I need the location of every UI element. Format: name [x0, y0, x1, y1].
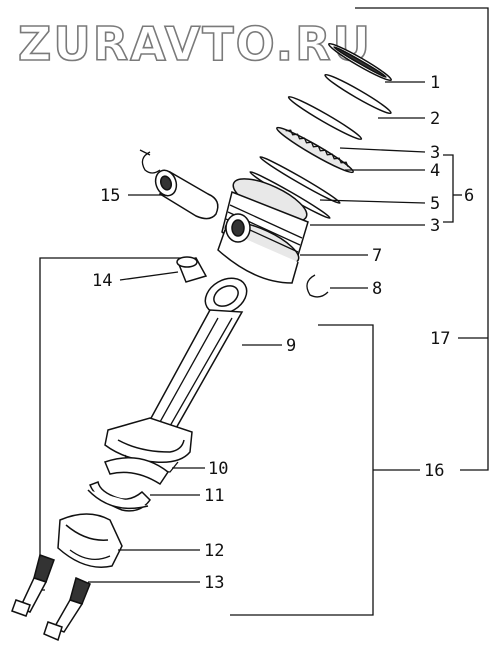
circlip-right: [306, 274, 329, 298]
callout-5: 5: [430, 194, 440, 214]
group-bracket-17: [355, 7, 489, 471]
circlip-left: [141, 151, 161, 174]
callout-3-upper: 3: [430, 143, 440, 163]
callout-6: 6: [464, 186, 474, 206]
callout-17: 17: [430, 329, 450, 349]
callout-16: 16: [424, 461, 444, 481]
callout-12: 12: [204, 541, 224, 561]
bearing-shell-lower: [87, 480, 151, 512]
watermark-text: ZURAVTO.RU: [18, 17, 372, 71]
bearing-shell-upper: [103, 457, 170, 486]
callout-11: 11: [204, 486, 224, 506]
callout-2: 2: [430, 109, 440, 129]
callout-1: 1: [430, 73, 440, 93]
callout-7: 7: [372, 246, 382, 266]
ring-expander-5: [259, 156, 341, 204]
piston: [217, 178, 309, 284]
group-bracket-16: [230, 324, 420, 616]
callout-13: 13: [204, 573, 224, 593]
callout-14: 14: [92, 271, 112, 291]
connecting-rod-bolt-right: [43, 576, 91, 642]
small-end-bushing: [176, 256, 208, 283]
piston-ring-2: [324, 73, 392, 115]
group-bracket-6: [443, 154, 462, 223]
connecting-rod-bolt-left: [11, 554, 55, 617]
callout-4: 4: [430, 161, 440, 181]
bearing-cap: [57, 513, 123, 568]
callout-10: 10: [208, 459, 228, 479]
piston-ring-3-upper: [287, 95, 363, 141]
callout-9: 9: [286, 336, 296, 356]
callout-8: 8: [372, 279, 382, 299]
connecting-rod: [104, 277, 248, 473]
oil-control-ring-4: [276, 126, 354, 174]
piston-ring-1: [328, 42, 392, 82]
callout-3-lower: 3: [430, 216, 440, 236]
piston-pin: [154, 169, 219, 220]
callout-15: 15: [100, 186, 120, 206]
leader-lines: [88, 81, 426, 583]
